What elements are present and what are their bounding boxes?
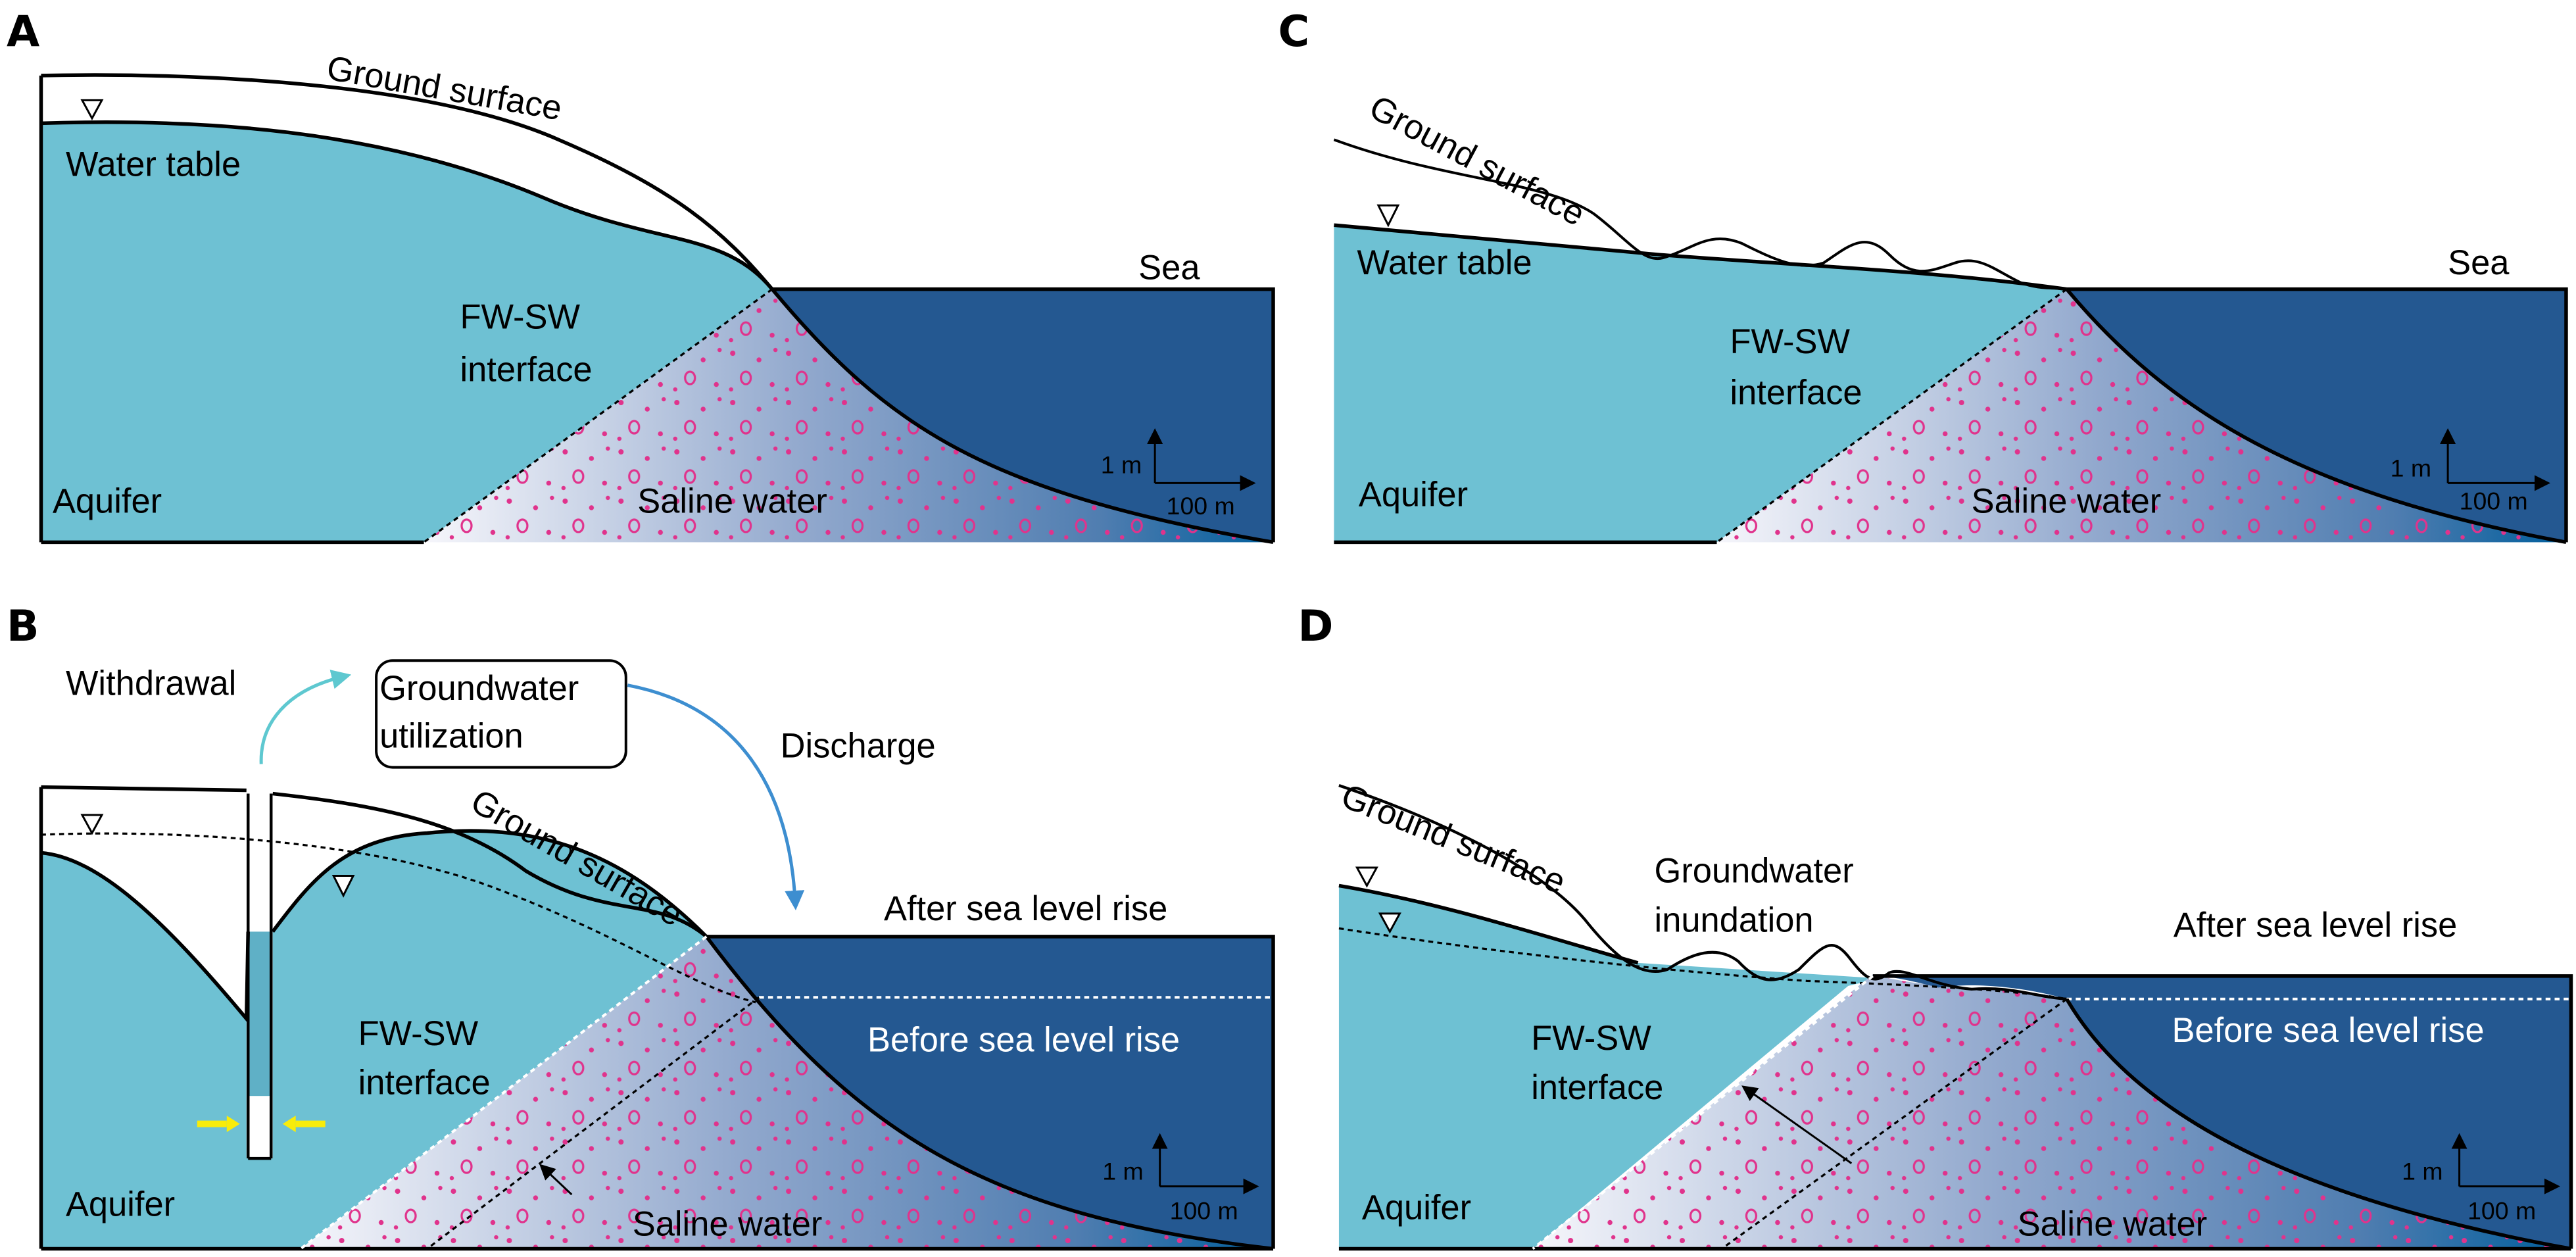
ground-surface-line xyxy=(41,785,708,938)
label-water-table: Water table xyxy=(66,145,241,184)
seabed-line xyxy=(704,935,1274,1251)
water-table-line xyxy=(41,120,774,291)
scale-horizontal-label: 100 m xyxy=(1170,1197,1238,1225)
seabed-line xyxy=(771,287,1274,545)
label-aquifer: Aquifer xyxy=(1359,476,1468,514)
panel-letter-b: B xyxy=(7,602,39,651)
scale-vertical-label: 1 m xyxy=(2402,1158,2442,1185)
sea-region xyxy=(706,936,1274,1249)
well-screen xyxy=(251,1097,268,1157)
sea-region xyxy=(772,289,1274,543)
label-ground-surface: Ground surface xyxy=(1336,777,1570,901)
sea-surface-line xyxy=(706,935,1275,1249)
label-inundation-2: inundation xyxy=(1655,901,1814,939)
label-saline-water: Saline water xyxy=(1972,482,2162,520)
original-water-table-line xyxy=(1338,927,2067,1000)
panel-c: C Ground surface Water table Sea FW-SW i… xyxy=(1278,7,2568,545)
water-table-triangle-icon xyxy=(1355,866,1378,888)
pumping-well xyxy=(197,793,326,1160)
seabed-line xyxy=(2065,287,2567,545)
sea-surface-line xyxy=(772,287,1275,543)
label-aquifer: Aquifer xyxy=(1362,1189,1471,1227)
label-interface-2: interface xyxy=(358,1064,491,1102)
label-aquifer: Aquifer xyxy=(66,1186,175,1224)
label-after-slr: After sea level rise xyxy=(884,890,1167,928)
water-table-triangle-icon xyxy=(1376,204,1400,228)
new-interface-line xyxy=(299,935,708,1250)
groundwater-utilization-box xyxy=(375,659,627,769)
water-table-triangle-icon xyxy=(80,814,104,835)
panel-letter-d: D xyxy=(1298,602,1333,651)
label-ground-surface: Ground surface xyxy=(324,49,565,128)
inflow-arrowhead-left xyxy=(226,1116,240,1133)
label-after-slr: After sea level rise xyxy=(2174,906,2457,945)
label-interface-2: interface xyxy=(1531,1069,1663,1107)
old-interface-line xyxy=(1721,998,2068,1250)
ground-surface-line xyxy=(1338,784,2067,1000)
water-table-line xyxy=(1338,883,1639,965)
new-interface-line xyxy=(1532,975,1874,1250)
label-saline-water: Saline water xyxy=(2018,1206,2208,1244)
label-sea: Sea xyxy=(1138,249,1200,287)
water-table-triangle-icon xyxy=(80,99,104,120)
aquifer-region xyxy=(41,122,773,543)
scale-bar: 1 m 100 m xyxy=(1101,428,1256,520)
interface-shift-arrow-icon xyxy=(1741,1085,1853,1164)
scale-bar: 1 m 100 m xyxy=(2391,428,2550,514)
inflow-arrowhead-right xyxy=(282,1116,296,1133)
water-table-line xyxy=(1334,223,2067,291)
panel-a: A Ground surface Water table Sea FW-SW i… xyxy=(7,7,1275,545)
scale-bar: 1 m 100 m xyxy=(1102,1133,1259,1225)
box-label-1: Groundwater xyxy=(379,670,579,708)
box-label-2: utilization xyxy=(379,718,523,756)
aquifer-region xyxy=(41,831,707,1249)
water-table-line xyxy=(41,829,708,1024)
label-interface-2: interface xyxy=(460,351,592,389)
sea-surface-line xyxy=(1872,974,2573,1249)
label-interface-1: FW-SW xyxy=(358,1015,479,1053)
scale-horizontal-label: 100 m xyxy=(2467,1197,2536,1225)
label-withdrawal: Withdrawal xyxy=(66,665,236,703)
label-interface-1: FW-SW xyxy=(1730,323,1850,361)
scale-bar: 1 m 100 m xyxy=(2402,1133,2560,1225)
label-before-slr: Before sea level rise xyxy=(867,1022,1180,1060)
saline-dots xyxy=(1716,289,2566,543)
label-inundation-1: Groundwater xyxy=(1655,852,1854,890)
sea-region xyxy=(2066,289,2566,543)
label-aquifer: Aquifer xyxy=(53,482,162,520)
scale-horizontal-label: 100 m xyxy=(2460,487,2528,514)
aquifer-region xyxy=(1334,225,2067,543)
label-saline-water: Saline water xyxy=(637,482,827,520)
saline-dots xyxy=(424,289,1274,543)
sea-surface-line xyxy=(2066,287,2568,543)
panel-b: B Groundwater utilization Withdrawal Dis… xyxy=(7,602,1275,1251)
label-saline-water: Saline water xyxy=(633,1206,823,1244)
panel-letter-a: A xyxy=(7,7,39,57)
label-interface-1: FW-SW xyxy=(1531,1020,1651,1058)
withdrawal-arrow-icon xyxy=(259,670,352,764)
sea-region xyxy=(1872,975,2571,1249)
scale-vertical-label: 1 m xyxy=(1102,1158,1143,1185)
label-discharge: Discharge xyxy=(781,727,936,766)
label-ground-surface: Ground surface xyxy=(1363,88,1591,234)
scale-vertical-label: 1 m xyxy=(1101,451,1142,478)
scale-vertical-label: 1 m xyxy=(2391,454,2431,481)
interface-shift-arrow-icon xyxy=(539,1164,573,1196)
label-before-slr: Before sea level rise xyxy=(2172,1012,2484,1050)
water-table-triangle-icon-2 xyxy=(331,874,355,898)
label-interface-1: FW-SW xyxy=(460,299,580,337)
discharge-arrow-icon xyxy=(627,683,805,910)
panel-d: D Ground surface Groundwater inundation … xyxy=(1298,602,2573,1251)
ground-surface-line xyxy=(41,73,774,291)
old-interface-line xyxy=(426,997,760,1250)
label-interface-2: interface xyxy=(1730,374,1862,412)
water-table-triangle-icon-2 xyxy=(1378,912,1401,934)
label-sea: Sea xyxy=(2448,244,2510,282)
panel-letter-c: C xyxy=(1278,7,1310,57)
seabed-line xyxy=(2065,998,2571,1251)
label-water-table: Water table xyxy=(1357,244,1532,282)
scale-horizontal-label: 100 m xyxy=(1167,492,1235,520)
